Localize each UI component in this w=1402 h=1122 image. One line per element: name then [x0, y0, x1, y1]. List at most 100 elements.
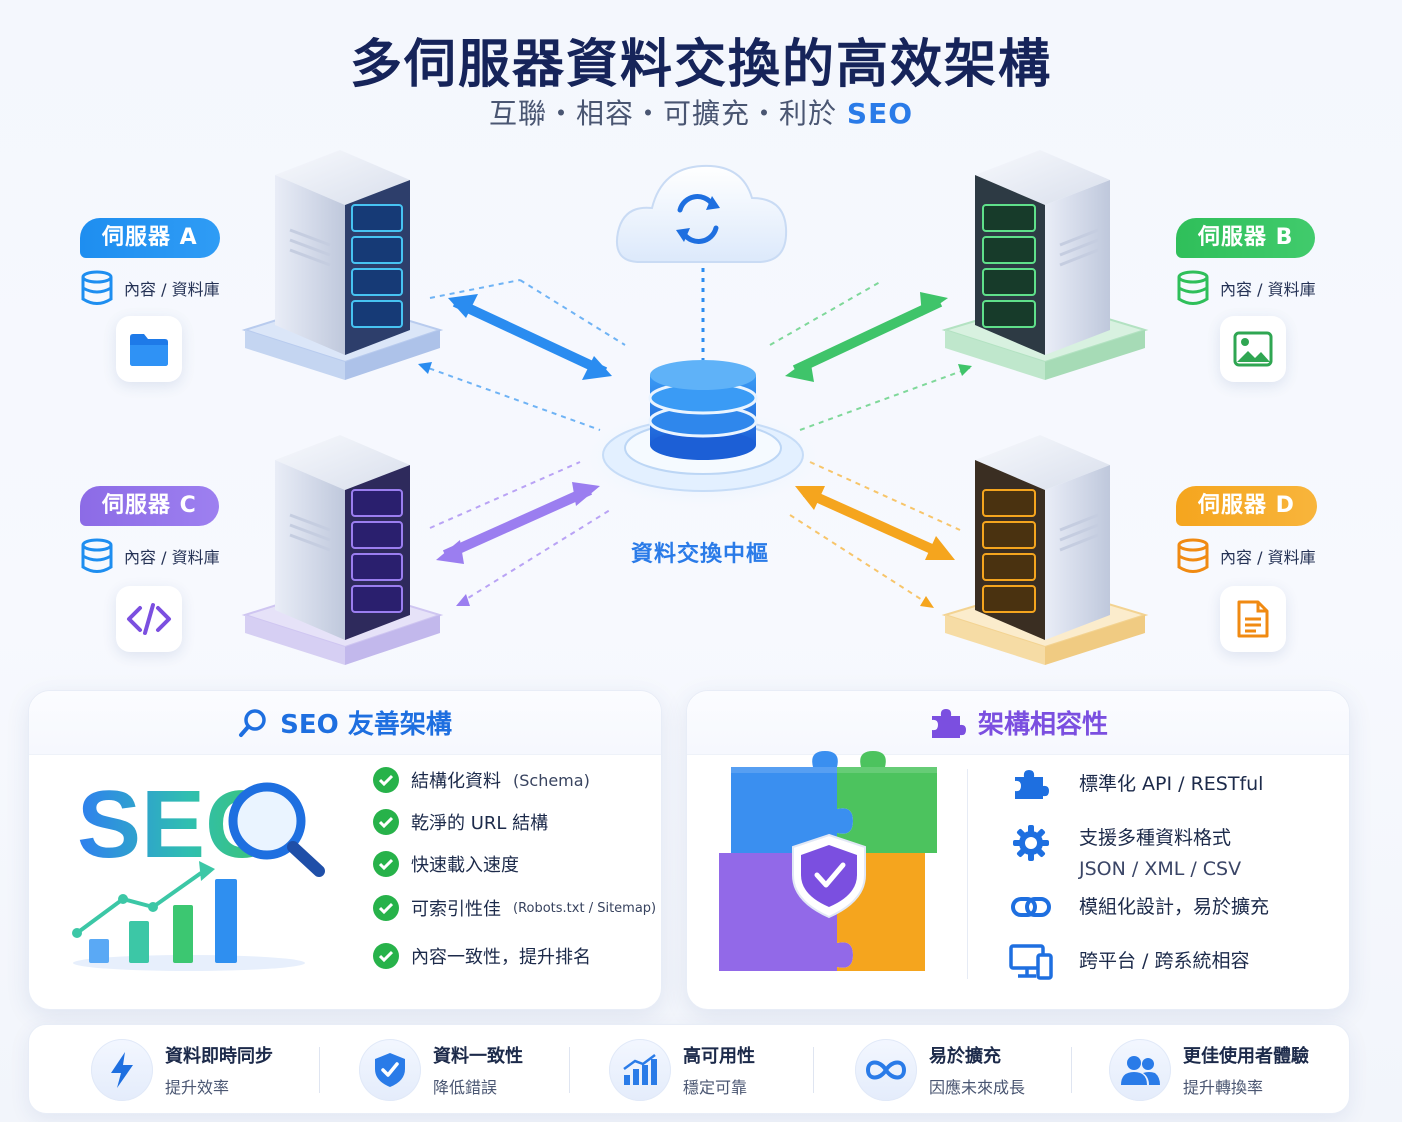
server-rack-d: [941, 435, 1149, 665]
check-icon: [373, 943, 399, 969]
check-icon: [373, 895, 399, 921]
server-b-db-label: 內容 / 資料庫: [1220, 280, 1316, 299]
seo-item-note: (Schema): [513, 770, 590, 790]
seo-item-consistency: 內容一致性，提升排名: [373, 943, 591, 969]
feature-sync-text: 資料即時同步提升效率: [165, 1042, 273, 1098]
database-icon: [81, 538, 113, 573]
compat-divider: [967, 769, 968, 979]
seo-item-text: 快速載入速度: [411, 855, 519, 876]
link-icon: [1009, 893, 1053, 921]
server-b-tag: 伺服器 B: [1176, 218, 1316, 258]
feature-strip: 資料即時同步提升效率 資料一致性降低錯誤 高可用性穩定可靠 易於擴充因應未來成長…: [28, 1024, 1350, 1114]
seo-panel: SEO 友善架構 SEO 結構化資料 (Schema) 乾淨的 URL 結構: [28, 690, 662, 1010]
feature-scalable-text: 易於擴充因應未來成長: [929, 1042, 1025, 1098]
feature-availability: 高可用性穩定可靠: [609, 1037, 755, 1103]
feature-desc: 穩定可靠: [683, 1078, 748, 1097]
feature-divider: [319, 1047, 320, 1093]
database-icon: [81, 270, 113, 305]
server-c-tag: 伺服器 C: [80, 486, 219, 526]
page-subtitle: 互聯・相容・可擴充・利於 SEO: [0, 92, 1402, 132]
feature-title: 高可用性: [683, 1046, 755, 1067]
puzzle-shield-illustration: [719, 751, 937, 971]
devices-icon: [1009, 943, 1053, 981]
feature-desc: 提升效率: [165, 1078, 230, 1097]
compat-panel-title: 架構相容性: [977, 710, 1108, 740]
seo-item-text: 乾淨的 URL 結構: [411, 813, 549, 834]
compat-item-crossplatform: 跨平台 / 跨系統相容: [1009, 943, 1249, 981]
seo-illustration: SEO: [72, 771, 325, 971]
compat-item-modular: 模組化設計，易於擴充: [1009, 893, 1269, 921]
search-icon: [239, 708, 266, 737]
feature-sync: 資料即時同步提升效率: [91, 1037, 273, 1103]
server-b-db-row: 內容 / 資料庫: [1176, 270, 1316, 306]
server-d-db-label: 內容 / 資料庫: [1220, 548, 1316, 567]
compat-panel: 架構相容性 標準化 API / RESTful 支援多種資料格式 JSON / …: [686, 690, 1350, 1010]
server-d-db-row: 內容 / 資料庫: [1176, 538, 1316, 574]
check-icon: [373, 809, 399, 835]
seo-item-schema: 結構化資料 (Schema): [373, 767, 590, 793]
seo-item-indexability: 可索引性佳 (Robots.txt / Sitemap): [373, 895, 656, 921]
seo-item-text: 可索引性佳: [411, 899, 501, 920]
document-icon: [1220, 586, 1286, 652]
compat-panel-header: 架構相容性: [687, 691, 1349, 755]
bar-chart-icon: [609, 1039, 671, 1101]
seo-item-text: 內容一致性，提升排名: [411, 947, 591, 968]
feature-divider: [569, 1047, 570, 1093]
feature-scalable: 易於擴充因應未來成長: [855, 1037, 1025, 1103]
compat-item-text: 支援多種資料格式: [1079, 827, 1232, 849]
server-c-db-label: 內容 / 資料庫: [124, 548, 220, 567]
seo-item-note: (Robots.txt / Sitemap): [513, 900, 657, 916]
puzzle-icon: [1009, 767, 1053, 801]
code-icon: [116, 586, 182, 652]
lightning-icon: [91, 1039, 153, 1101]
hub-database: [583, 360, 823, 508]
image-icon: [1220, 316, 1286, 382]
server-a-db-row: 內容 / 資料庫: [80, 270, 220, 306]
cloud-sync-icon: [616, 164, 788, 263]
feature-title: 更佳使用者體驗: [1183, 1046, 1309, 1067]
seo-panel-header: SEO 友善架構: [29, 691, 661, 755]
feature-desc: 降低錯誤: [433, 1078, 498, 1097]
seo-panel-title: SEO 友善架構: [280, 710, 452, 740]
feature-ux: 更佳使用者體驗提升轉換率: [1109, 1037, 1309, 1103]
check-icon: [373, 851, 399, 877]
feature-ux-text: 更佳使用者體驗提升轉換率: [1183, 1042, 1309, 1098]
server-rack-a: [241, 150, 444, 380]
compat-item-text-group: 支援多種資料格式 JSON / XML / CSV: [1079, 823, 1241, 880]
subtitle-text: 互聯・相容・可擴充・利於: [488, 97, 837, 130]
feature-divider: [1071, 1047, 1072, 1093]
folder-icon: [116, 316, 182, 382]
feature-title: 易於擴充: [929, 1046, 1001, 1067]
shield-check-icon: [359, 1039, 421, 1101]
hub-label: 資料交換中樞: [630, 542, 769, 567]
feature-title: 資料一致性: [433, 1046, 523, 1067]
feature-desc: 因應未來成長: [929, 1078, 1026, 1097]
puzzle-icon: [931, 708, 966, 738]
architecture-diagram: [241, 150, 1149, 665]
server-a-tag: 伺服器 A: [80, 218, 220, 258]
server-rack-b: [941, 150, 1149, 380]
feature-title: 資料即時同步: [165, 1046, 273, 1067]
seo-item-speed: 快速載入速度: [373, 851, 519, 877]
compat-item-api: 標準化 API / RESTful: [1009, 767, 1263, 801]
infinity-icon: [855, 1039, 917, 1101]
feature-consistency: 資料一致性降低錯誤: [359, 1037, 523, 1103]
server-d-tag: 伺服器 D: [1176, 486, 1317, 526]
check-icon: [373, 767, 399, 793]
compat-item-subtext: JSON / XML / CSV: [1079, 858, 1242, 880]
compat-item-formats: 支援多種資料格式 JSON / XML / CSV: [1009, 823, 1241, 880]
connection-arrows: [418, 268, 972, 608]
page-title: 多伺服器資料交換的高效架構: [349, 35, 1052, 95]
feature-desc: 提升轉換率: [1183, 1078, 1264, 1097]
seo-item-text: 結構化資料: [411, 771, 501, 792]
compat-item-text: 跨平台 / 跨系統相容: [1079, 950, 1250, 972]
database-icon: [1177, 270, 1209, 305]
users-icon: [1109, 1039, 1171, 1101]
feature-divider: [813, 1047, 814, 1093]
database-icon: [1177, 538, 1209, 573]
server-rack-c: [241, 435, 444, 665]
server-c-db-row: 內容 / 資料庫: [80, 538, 220, 574]
gear-icon: [1009, 823, 1053, 863]
compat-item-text: 標準化 API / RESTful: [1079, 773, 1264, 795]
server-a-db-label: 內容 / 資料庫: [124, 280, 220, 299]
